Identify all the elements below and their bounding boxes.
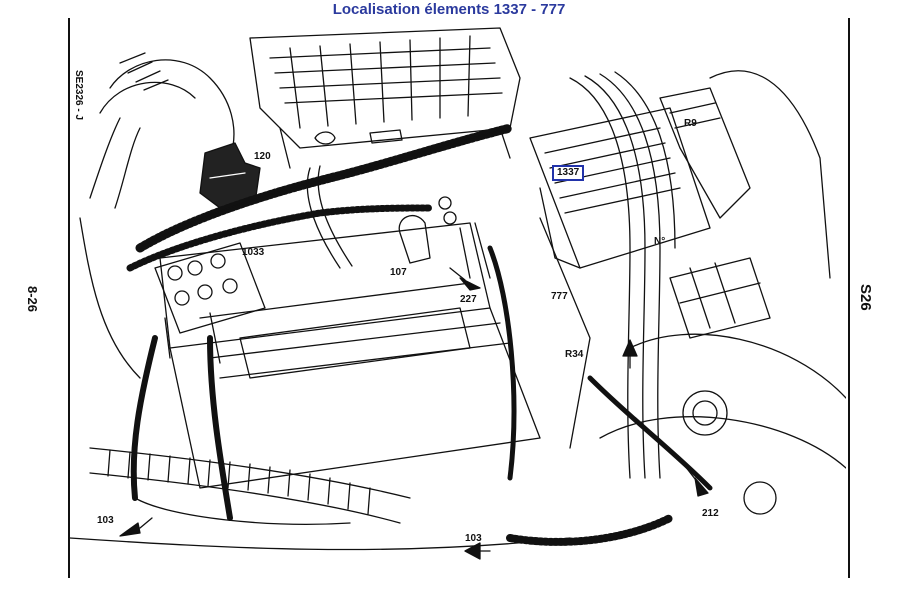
page-number-right: S26 [857,284,874,311]
battery-terminal-107 [398,196,517,481]
label-107: 107 [390,267,407,278]
control-unit-box [529,107,711,449]
engine-bay-drawing [70,27,846,560]
relay-block-r9 [659,70,831,279]
page-number-left: 8-26 [25,286,40,313]
engine-bay-diagram: 120 1033 107 227 1337 777 R9 N° R34 103 … [70,18,846,578]
air-intake-duct [79,52,235,379]
relay-120 [199,142,261,209]
label-n-degree: N° [654,236,666,247]
right-margin-rule [848,18,850,578]
label-103-left: 103 [97,515,114,526]
relay-cluster [669,257,771,339]
direction-arrows [119,267,709,560]
battery [159,222,541,489]
corrugated-hose [70,447,571,551]
label-227: 227 [460,294,477,305]
label-1033: 1033 [242,247,265,258]
label-212: 212 [702,508,719,519]
label-1337: 1337 [552,165,585,181]
label-120: 120 [254,151,271,162]
label-r9: R9 [684,118,697,129]
wire-bundle [506,71,713,546]
label-777: 777 [551,291,568,302]
label-103-bottom: 103 [465,533,482,544]
battery-cables [130,335,351,525]
main-wiring-harness [126,123,515,272]
page-title: Localisation élements 1337 - 777 [332,1,566,18]
fuse-box-1033 [154,242,266,364]
air-filter-housing [249,27,521,169]
strut-tower [599,333,846,515]
label-r34: R34 [565,349,584,360]
left-margin-rule [68,18,70,578]
